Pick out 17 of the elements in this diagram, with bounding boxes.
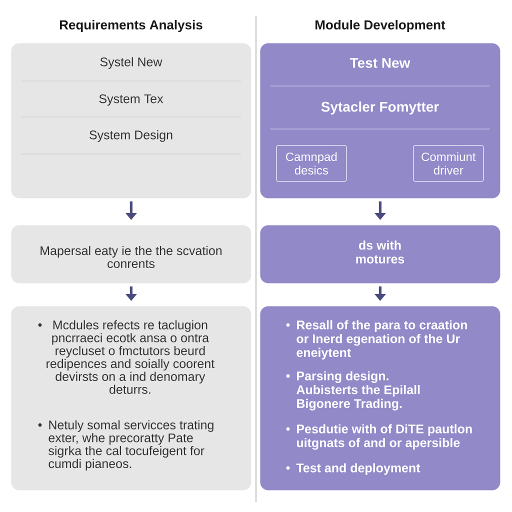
row-label: Systel New [100, 57, 162, 69]
step-text: Mapersal eaty ie the the scvation conrents [40, 246, 222, 268]
row-label: Sytacler Fomytter [321, 101, 439, 115]
option-box: Commiunt driver [413, 145, 484, 182]
row-label: System Design [90, 130, 172, 142]
bullet-text: Resall of the para to craation or Inerd egenation of the Ur eneiytent [296, 320, 467, 360]
row-label: Test New [350, 58, 410, 68]
bullet-text: Pesdutie with of DiTE pautlon uitgnats of and or apersible [296, 424, 472, 450]
row-label: System Tex [99, 94, 164, 106]
bullet-text: Test and deployment [296, 463, 420, 475]
bullet-text: Netuly somal servicces trating exter, whe precoratty Pate sigrka the cal tocufeigent for cumdi pianeos. [48, 420, 214, 471]
bullet-text: Mcdules refects re taclugion pncrraeci ecotk ansa o ontra reycluset o fmctutors beurd redipences and soially coorent devirsts on a ind denomary deturrs. [46, 320, 214, 394]
panel-title: Requirements Analysis [60, 20, 202, 32]
option-box: Camnpad desics [276, 145, 347, 182]
panel-title: Module Development [316, 20, 446, 32]
step-text: ds with motures [356, 240, 404, 264]
bullet-text: Parsing design. Aubisterts the Epilall Bigonere Trading. [296, 371, 420, 411]
